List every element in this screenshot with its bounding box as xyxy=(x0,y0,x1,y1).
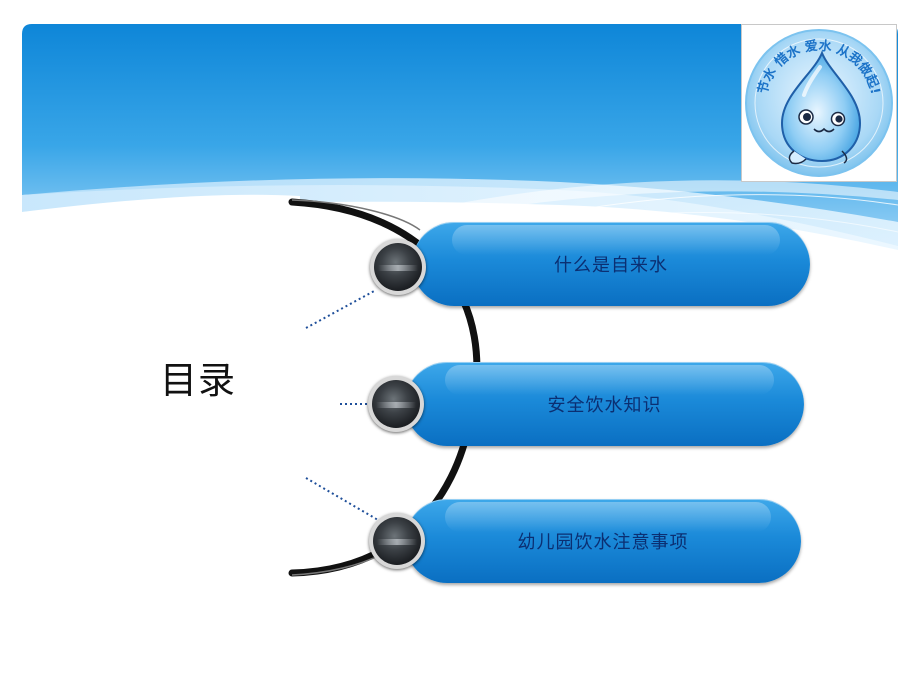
bullet-circle-icon xyxy=(368,376,424,432)
menu-item-label: 什么是自来水 xyxy=(554,255,668,276)
bullet-circle-icon xyxy=(369,513,425,569)
water-saving-logo: 节水 惜水 爱水 从我做起! xyxy=(741,24,897,182)
bullet-circle-icon xyxy=(370,239,426,295)
menu-item-safe-drinking-water[interactable]: 安全饮水知识 xyxy=(405,362,804,446)
page-title: 目录 xyxy=(160,359,236,402)
connector-line xyxy=(305,477,379,521)
water-drop-mascot-icon: 节水 惜水 爱水 从我做起! xyxy=(745,29,893,177)
menu-item-kindergarten-drinking-notes[interactable]: 幼儿园饮水注意事项 xyxy=(405,499,801,583)
connector-line xyxy=(305,289,377,329)
menu-item-what-is-tap-water[interactable]: 什么是自来水 xyxy=(412,222,810,306)
menu-item-label: 幼儿园饮水注意事项 xyxy=(517,532,689,553)
menu-item-label: 安全饮水知识 xyxy=(547,395,662,416)
